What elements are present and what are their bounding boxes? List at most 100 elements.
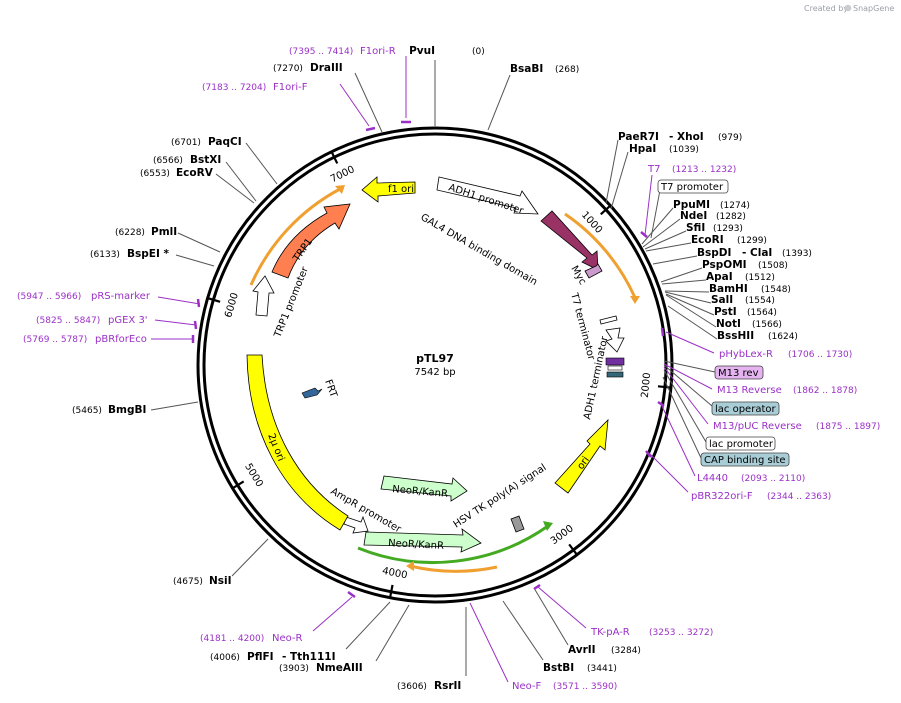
- site-pspomi[interactable]: PspOMI (1508): [660, 259, 788, 283]
- site-bspdi-clai[interactable]: BspDI - ClaI (1393): [652, 247, 812, 265]
- feature-hsv-tk-polya[interactable]: [510, 515, 525, 533]
- site-nsii[interactable]: NsiI (4675): [173, 538, 269, 587]
- feature-lac-operator-block[interactable]: [607, 365, 623, 371]
- boxed-m13-rev[interactable]: M13 rev: [663, 360, 764, 380]
- svg-text:Neo-R: Neo-R: [272, 633, 303, 644]
- feature-cap-block[interactable]: [606, 371, 624, 378]
- boxed-cap-binding-site[interactable]: CAP binding site: [662, 376, 790, 467]
- svg-text:EcoRI: EcoRI: [691, 234, 724, 246]
- svg-text:lac promoter: lac promoter: [709, 439, 774, 450]
- tick-label: 5000: [242, 462, 265, 489]
- svg-text:BstBI: BstBI: [543, 662, 574, 674]
- site-pvui[interactable]: PvuI (0): [409, 45, 485, 126]
- feature-t7-terminator-box[interactable]: [599, 315, 618, 325]
- site-pmli[interactable]: PmlI (6228): [115, 226, 221, 253]
- feature-gal4-dbd[interactable]: [540, 210, 599, 271]
- primer-pbr322ori-f[interactable]: pBR322ori-F (2344 .. 2363): [645, 450, 831, 502]
- svg-text:(1624): (1624): [768, 332, 798, 342]
- feature-neor-kanr-1[interactable]: [380, 475, 468, 502]
- primer-neo-f[interactable]: Neo-F (3571 .. 3590): [469, 602, 617, 692]
- boxed-t7-promoter[interactable]: T7 promoter: [650, 179, 729, 239]
- tick-mark: [600, 204, 612, 216]
- site-ndei[interactable]: NdeI (1282): [642, 210, 746, 248]
- feature-adh1-promoter[interactable]: [436, 176, 539, 215]
- site-bspei[interactable]: BspEI * (6133): [90, 248, 215, 267]
- feature-2mu-ori[interactable]: [246, 354, 349, 531]
- feature-trp1-promoter[interactable]: [252, 275, 275, 317]
- site-rsrii[interactable]: RsrII (3606): [397, 607, 467, 692]
- site-bsabi[interactable]: BsaBI (268): [487, 63, 579, 131]
- svg-text:pRS-marker: pRS-marker: [91, 291, 151, 302]
- primer-pgex-3[interactable]: (5825 .. 5847) pGEX 3': [36, 315, 198, 330]
- svg-text:BssHII: BssHII: [717, 330, 754, 342]
- boxed-lac-promoter[interactable]: lac promoter: [663, 369, 776, 451]
- orf-arc-neo-1-head: [543, 521, 553, 531]
- primer-l4440[interactable]: L4440 (2093 .. 2110): [657, 400, 805, 484]
- plasmid-name: pTL97: [416, 352, 454, 365]
- primer-f1ori-r[interactable]: (7395 .. 7414) F1ori-R: [289, 46, 411, 124]
- primer-tk-pa-r[interactable]: TK-pA-R (3253 .. 3272): [533, 583, 713, 638]
- svg-text:(7183 .. 7204): (7183 .. 7204): [202, 83, 266, 93]
- site-noti[interactable]: NotI (1566): [665, 294, 782, 330]
- svg-text:(1566): (1566): [752, 320, 782, 330]
- primer-m13-puc-reverse[interactable]: M13/pUC Reverse (1875 .. 1897): [663, 366, 880, 432]
- svg-text:Neo-F: Neo-F: [512, 681, 542, 692]
- feature-ori[interactable]: [554, 418, 609, 494]
- site-bstbi[interactable]: BstBI (3441): [502, 600, 617, 674]
- boxed-lac-operator[interactable]: lac operator: [663, 364, 780, 416]
- feature-ampr-promoter[interactable]: [343, 515, 369, 534]
- feature-f1-ori[interactable]: [361, 176, 416, 203]
- svg-text:(1039): (1039): [669, 145, 699, 155]
- primer-f1ori-f[interactable]: (7183 .. 7204) F1ori-F: [202, 82, 376, 132]
- site-pflfi-tth111i[interactable]: PflFI - Tth111I (4006): [210, 601, 391, 663]
- svg-text:(3253 .. 3272): (3253 .. 3272): [649, 628, 713, 638]
- tick-label: 6000: [223, 292, 241, 320]
- site-nmeaiii[interactable]: NmeAIII (3903): [279, 604, 410, 674]
- site-sfii[interactable]: SfiI (1293): [644, 222, 743, 250]
- tick-mark: [231, 480, 245, 490]
- site-ppumi[interactable]: PpuMI (1274): [641, 199, 750, 245]
- site-paqci[interactable]: PaqCI (6701): [171, 136, 278, 185]
- svg-text:PpuMI: PpuMI: [673, 199, 710, 211]
- primer-t7[interactable]: T7 (1213 .. 1232): [640, 164, 736, 238]
- feature-myc[interactable]: [584, 263, 603, 279]
- site-apai[interactable]: ApaI (1512): [661, 271, 775, 285]
- site-ecorv[interactable]: EcoRV (6553): [140, 167, 255, 204]
- svg-text:pBR322ori-F: pBR322ori-F: [691, 491, 753, 502]
- site-avrii[interactable]: AvrII (3284): [533, 587, 641, 656]
- svg-text:pBRforEco: pBRforEco: [95, 334, 147, 345]
- tick-mark: [206, 296, 221, 303]
- primer-neo-r[interactable]: (4181 .. 4200) Neo-R: [200, 590, 356, 644]
- site-draiii[interactable]: DraIII (7270): [273, 62, 383, 133]
- primer-prs-marker[interactable]: (5947 .. 5966) pRS-marker: [17, 291, 201, 308]
- svg-text:EcoRV: EcoRV: [176, 167, 214, 179]
- feature-frt[interactable]: [301, 387, 323, 399]
- svg-text:(1293): (1293): [713, 224, 743, 234]
- feature-neor-kanr-2[interactable]: [363, 528, 482, 553]
- svg-text:- XhoI: - XhoI: [669, 131, 704, 143]
- site-hpai[interactable]: HpaI (1039): [610, 143, 699, 210]
- feature-trp1[interactable]: [271, 203, 351, 279]
- site-bmgbi[interactable]: BmgBI (5465): [72, 401, 199, 416]
- primer-phyblex-r[interactable]: pHybLex-R (1706 .. 1730): [660, 327, 852, 360]
- svg-text:(6553): (6553): [140, 169, 170, 179]
- tick-mark: [657, 385, 673, 389]
- site-paer7i-xhoi[interactable]: PaeR7I - XhoI (979): [605, 131, 742, 204]
- tick-label: 2000: [640, 372, 653, 398]
- svg-text:SfiI: SfiI: [686, 222, 705, 234]
- tick-label: 4000: [381, 566, 408, 582]
- site-bstxi[interactable]: BstXI (6566): [153, 154, 257, 202]
- feature-label-frt: FRT: [322, 378, 339, 400]
- primer-m13-reverse[interactable]: M13 Reverse (1862 .. 1878): [663, 363, 857, 396]
- svg-text:BamHI: BamHI: [709, 283, 748, 295]
- primer-pbrforeco[interactable]: (5769 .. 5787) pBRforEco: [23, 334, 195, 345]
- svg-text:BsaBI: BsaBI: [510, 63, 543, 75]
- site-bamhi[interactable]: BamHI (1548): [664, 283, 791, 295]
- site-ecori[interactable]: EcoRI (1299): [645, 234, 767, 252]
- feature-m13-rev-block[interactable]: [605, 357, 625, 366]
- svg-text:(1564): (1564): [747, 308, 777, 318]
- site-psti[interactable]: PstI (1564): [665, 293, 777, 318]
- site-sali[interactable]: SalI (1554): [664, 291, 775, 306]
- feature-adh1-terminator[interactable]: [605, 327, 625, 353]
- site-bsshii[interactable]: BssHII (1624): [667, 305, 798, 342]
